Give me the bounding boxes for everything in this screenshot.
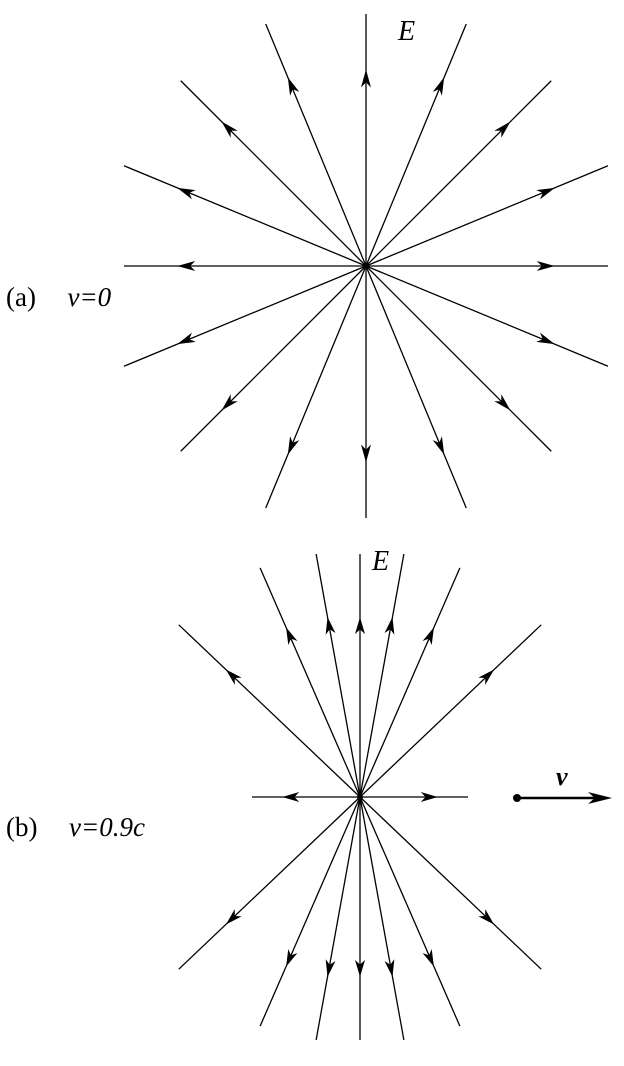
panel-b-field-line bbox=[259, 567, 361, 798]
panel-b-field-line bbox=[359, 796, 405, 1041]
undefined-field-arrow bbox=[494, 121, 511, 138]
panel-a-field-lines bbox=[123, 14, 609, 518]
panel-b-field-arrow bbox=[355, 617, 365, 635]
panel-b-field-arrow bbox=[478, 909, 495, 925]
undefined-field-arrow bbox=[221, 394, 238, 411]
panel-b-field-arrow bbox=[478, 669, 495, 685]
undefined-field-line bbox=[180, 80, 367, 267]
undefined-charge bbox=[362, 262, 370, 270]
panel-a-velocity: v=0 bbox=[67, 282, 112, 312]
undefined-field-arrow bbox=[361, 69, 371, 88]
panel-b-field-arrow bbox=[282, 792, 300, 802]
undefined-field-arrow bbox=[177, 187, 196, 200]
panel-b-field-arrow bbox=[355, 959, 365, 977]
undefined-field-arrow bbox=[177, 332, 196, 345]
undefined-field-arrow bbox=[287, 436, 300, 455]
velocity-vector bbox=[513, 792, 612, 804]
panel-b-field-line bbox=[359, 567, 461, 798]
undefined-field-line bbox=[365, 265, 467, 509]
undefined-field-arrow bbox=[177, 261, 196, 271]
panel-b-field-arrow bbox=[422, 627, 434, 645]
undefined-field-arrow bbox=[432, 436, 445, 455]
panel-b-field-line bbox=[259, 796, 361, 1027]
undefined-field-arrow bbox=[361, 444, 371, 463]
panel-b-field-line bbox=[315, 553, 361, 798]
undefined-field-line bbox=[123, 165, 367, 267]
undefined-field-arrow bbox=[494, 394, 511, 411]
velocity-vector-label: v bbox=[556, 762, 568, 791]
panel-b-field-label: E bbox=[372, 546, 390, 577]
panel-b-field-line bbox=[359, 796, 461, 1027]
panel-b-field-arrow bbox=[384, 959, 395, 977]
panel-b-velocity: v=0.9c bbox=[68, 812, 145, 842]
undefined-field-arrow bbox=[221, 121, 238, 138]
panel-b-field-line bbox=[178, 796, 361, 970]
undefined-field-line bbox=[365, 80, 552, 267]
undefined-field-arrow bbox=[536, 332, 555, 345]
velocity-vector-origin bbox=[513, 794, 521, 802]
panel-b-field-arrow bbox=[225, 669, 242, 685]
panel-b-field-arrow bbox=[286, 949, 298, 967]
undefined-field-line bbox=[265, 23, 367, 267]
undefined-field-arrow bbox=[536, 187, 555, 200]
panel-b-field-arrow bbox=[325, 959, 336, 977]
panel-b-field-line bbox=[359, 553, 405, 798]
velocity-vector-arrow bbox=[588, 792, 612, 804]
undefined-field-line bbox=[365, 165, 609, 267]
panel-b-field-arrow bbox=[422, 949, 434, 967]
panel-a-label: (a) v=0 bbox=[6, 282, 111, 313]
undefined-field-line bbox=[365, 265, 552, 452]
panel-b-field-line bbox=[359, 796, 542, 970]
undefined-field-line bbox=[265, 265, 367, 509]
undefined-field-line bbox=[365, 265, 609, 367]
panel-a-field-label: E bbox=[398, 16, 416, 47]
panel-b-charge bbox=[357, 794, 363, 800]
undefined-field-arrow bbox=[287, 77, 300, 96]
panel-b-field-arrow bbox=[420, 792, 438, 802]
panel-b-label: (b) v=0.9c bbox=[6, 812, 145, 843]
undefined-field-arrow bbox=[536, 261, 555, 271]
panel-b-field-line bbox=[315, 796, 361, 1041]
undefined-field-line bbox=[123, 265, 367, 367]
undefined-field-arrow bbox=[432, 77, 445, 96]
undefined-field-line bbox=[365, 23, 467, 267]
panel-b-field-arrow bbox=[286, 627, 298, 645]
panel-b-letter: (b) bbox=[6, 812, 38, 842]
panel-b-field-arrow bbox=[325, 617, 336, 635]
panel-a-letter: (a) bbox=[6, 282, 36, 312]
panel-b-field-arrow bbox=[225, 909, 242, 925]
panel-b-field-line bbox=[178, 624, 361, 798]
panel-b-field-line bbox=[359, 624, 542, 798]
undefined-field-line bbox=[180, 265, 367, 452]
panel-b-field-lines bbox=[178, 553, 542, 1041]
panel-b-field-arrow bbox=[384, 617, 395, 635]
